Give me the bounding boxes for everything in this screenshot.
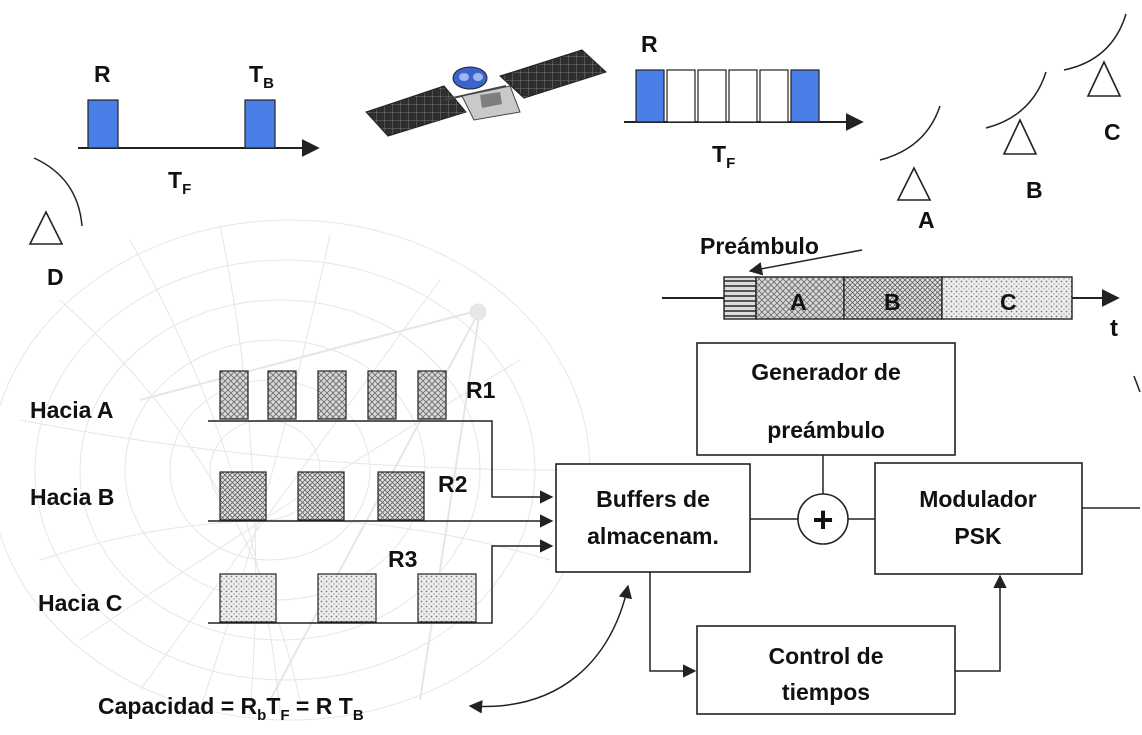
timing-control-block: Control de tiempos: [696, 625, 956, 715]
capacity-formula: Capacidad = RbTF = R TB: [98, 693, 364, 724]
reference-burst: [244, 99, 276, 149]
station-b-antenna-icon: B: [985, 71, 1047, 203]
packet: [219, 573, 277, 623]
packet: [417, 370, 447, 420]
packet: [219, 471, 267, 521]
segment-c-label: C: [1000, 289, 1017, 315]
empty-slot: [697, 69, 727, 123]
packet: [417, 573, 477, 623]
background-dish-watermark: [0, 219, 591, 721]
packet: [317, 573, 377, 623]
buffers-label-line2: almacenam.: [587, 523, 719, 549]
input-row-c: Hacia C R3: [38, 539, 554, 624]
station-b-label: B: [1026, 177, 1043, 203]
preamble-pointer: [748, 249, 863, 276]
segment-a: [755, 276, 845, 320]
station-d-label: D: [47, 264, 64, 290]
packet: [297, 471, 345, 521]
buffers-to-timing: [649, 572, 697, 678]
packet: [219, 370, 249, 420]
input-b-label: Hacia B: [30, 484, 114, 510]
packet: [267, 370, 297, 420]
empty-slot: [728, 69, 758, 123]
preamble-label: Preámbulo: [700, 233, 819, 259]
psk-modulator-block: Modulador PSK: [874, 462, 1083, 575]
input-row-a: Hacia A R1: [30, 370, 554, 504]
segment-b-label: B: [884, 289, 901, 315]
segment-a-label: A: [790, 289, 807, 315]
reference-burst: [635, 69, 665, 123]
input-a-link: [208, 420, 554, 504]
r-label: R: [94, 61, 111, 87]
generator-label-line1: Generador de: [751, 359, 901, 385]
station-c-antenna-icon: C: [1063, 13, 1127, 145]
station-c-label: C: [1104, 119, 1121, 145]
tb-label: TB: [249, 61, 274, 92]
tf-label: TF: [168, 167, 191, 198]
empty-slot: [666, 69, 696, 123]
adder-block: +: [797, 493, 849, 545]
preamble-generator-block: Generador de preámbulo: [696, 342, 956, 456]
capacity-pointer: [468, 584, 633, 714]
time-label: t: [1110, 315, 1118, 342]
input-c-link: [208, 539, 554, 624]
timing-label-line2: tiempos: [782, 679, 870, 705]
tdma-frame: A B C Preámbulo t: [662, 233, 1120, 342]
input-c-label: Hacia C: [38, 590, 122, 616]
satellite-icon: [365, 49, 607, 137]
modulator-label-line1: Modulador: [919, 486, 1037, 512]
buffers-label-line1: Buffers de: [596, 486, 710, 512]
packet: [367, 370, 397, 420]
timing-to-modulator: [955, 574, 1007, 672]
generator-label-line2: preámbulo: [767, 417, 885, 443]
reference-burst: [790, 69, 820, 123]
rate-r1-label: R1: [466, 377, 496, 403]
input-a-label: Hacia A: [30, 397, 114, 423]
packet: [377, 471, 425, 521]
segment-b: [843, 276, 943, 320]
preamble-segment: [723, 276, 757, 320]
tf-label: TF: [712, 141, 735, 172]
top-right-frame: R TF: [624, 31, 864, 172]
rate-r2-label: R2: [438, 471, 467, 497]
station-a-antenna-icon: A: [879, 105, 941, 233]
packet: [317, 370, 347, 420]
timing-label-line1: Control de: [769, 643, 884, 669]
station-a-label: A: [918, 207, 935, 233]
rate-r3-label: R3: [388, 546, 417, 572]
block-connections: [468, 375, 1141, 714]
reference-burst: [87, 99, 119, 149]
segment-c: [941, 276, 1073, 320]
buffers-block: Buffers de almacenam.: [555, 463, 751, 573]
station-d-antenna-icon: D: [28, 157, 83, 290]
output-edge-mark: [1133, 375, 1141, 393]
modulator-label-line2: PSK: [954, 523, 1002, 549]
r-label: R: [641, 31, 658, 57]
top-left-frame: R TB TF: [78, 61, 320, 198]
empty-slot: [759, 69, 789, 123]
input-row-b: Hacia B R2: [30, 471, 554, 528]
adder-plus-icon: +: [812, 499, 833, 540]
